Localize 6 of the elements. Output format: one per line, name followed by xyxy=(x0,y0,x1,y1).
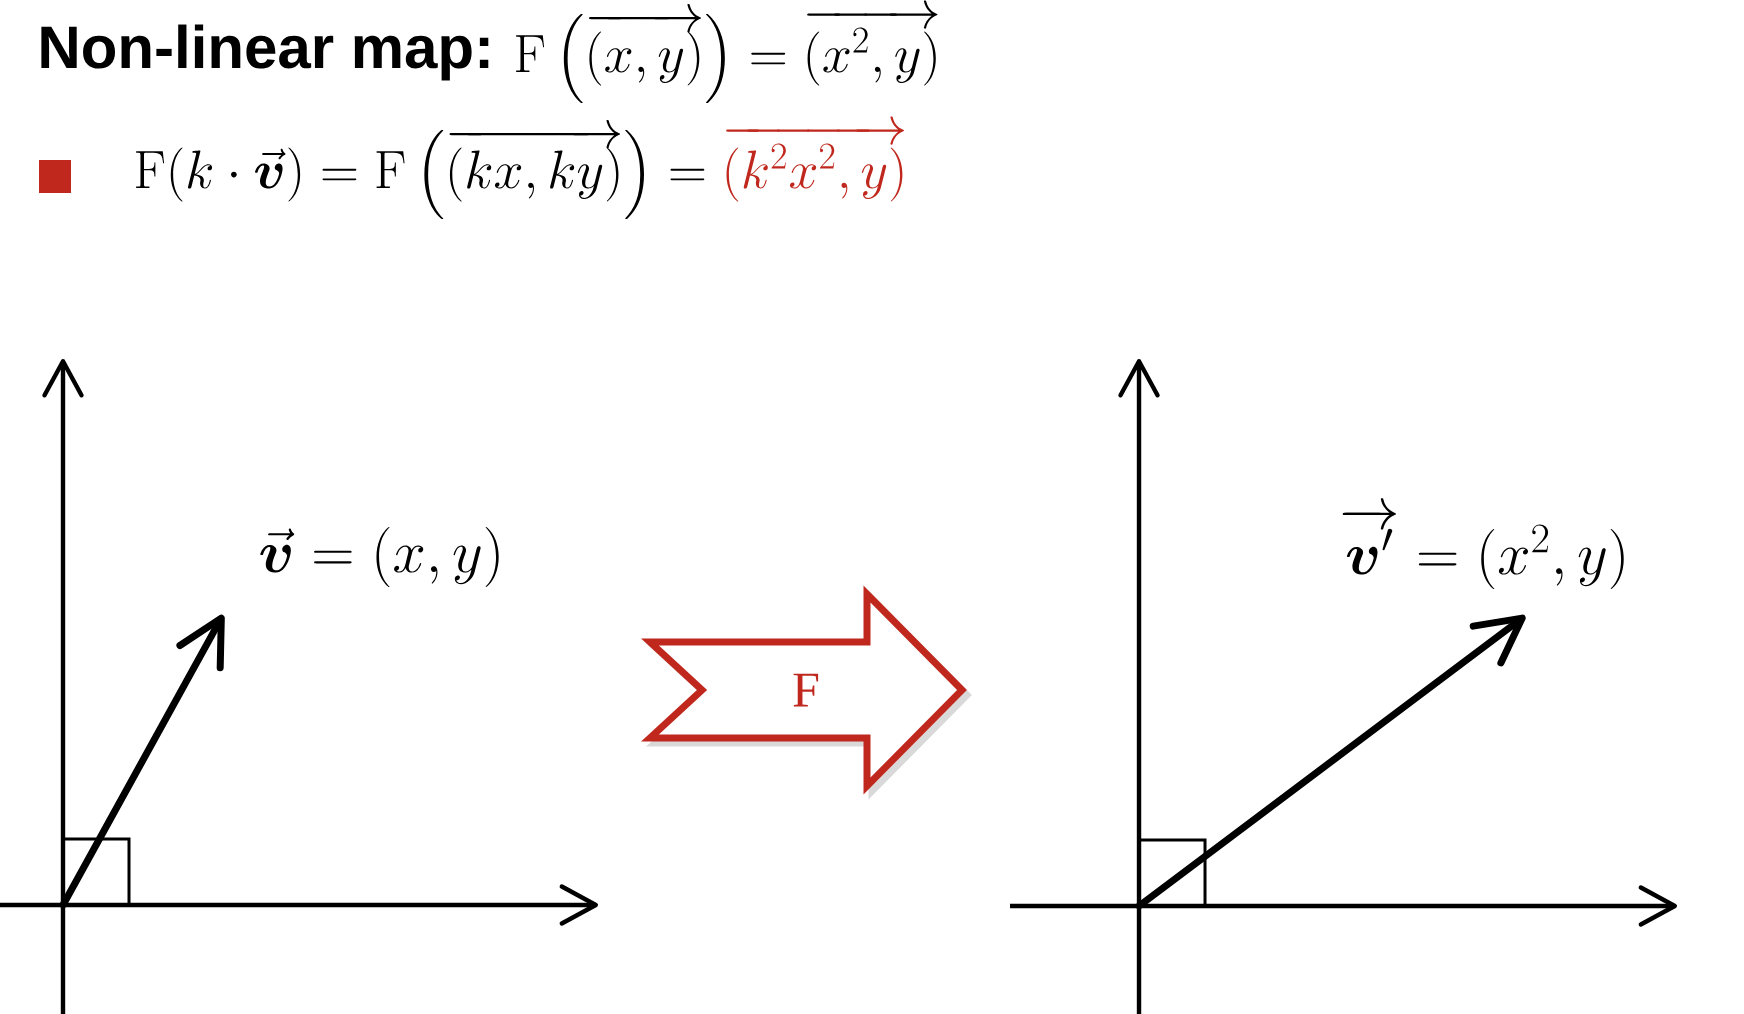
formula: $\mathrm{F}(k\cdot\vec{\boldsymbol{v}})=\mathrm{F}\left(\overrightarrow{(kx,ky)}\right)=$ xyxy=(136,119,705,220)
title: Non-linear map: xyxy=(41,24,489,81)
vector-label: $\overrightarrow{\boldsymbol{v}'}=(x^{2},y)$ xyxy=(1342,498,1624,589)
formula: $\mathrm{F}\left(\overrightarrow{(x,y)}\right)=\overrightarrow{(x^{2},y)}$ xyxy=(516,0,938,104)
vector-label: $\vec{\boldsymbol{v}}=(x,y)$ xyxy=(260,527,499,587)
formula: $\overrightarrow{(k^{2}x^{2},y)}$ xyxy=(726,116,905,202)
